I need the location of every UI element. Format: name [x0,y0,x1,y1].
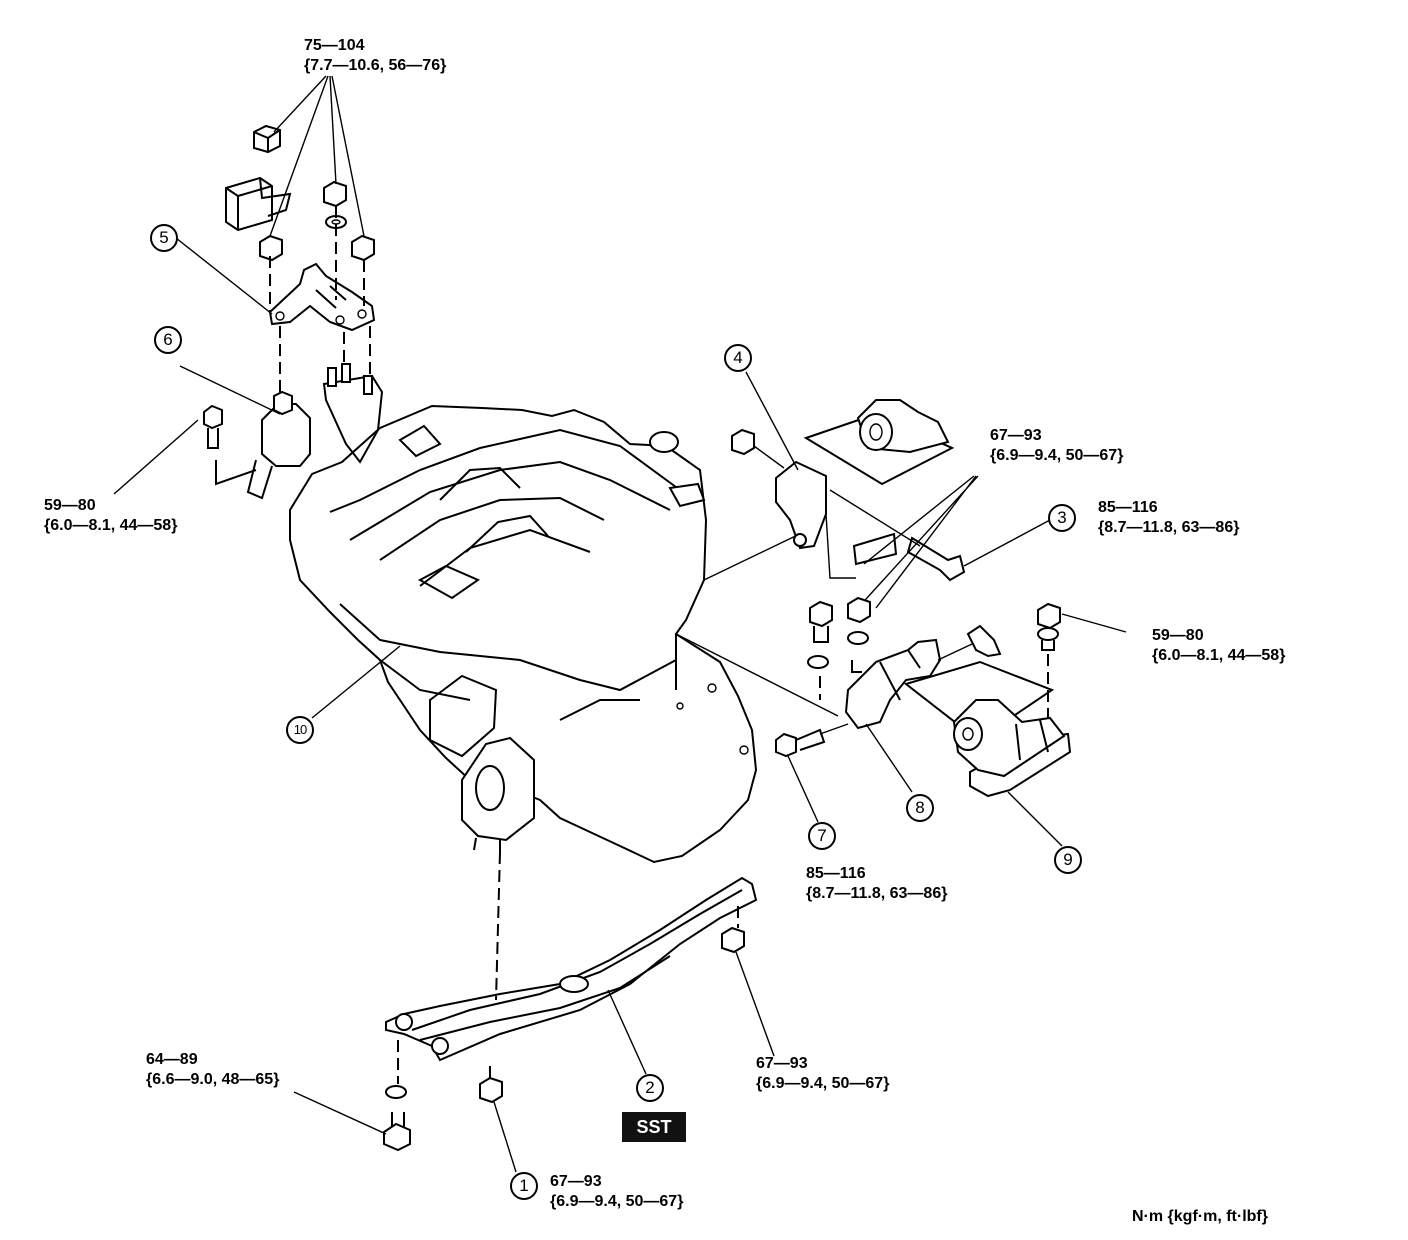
torque-part1-nut-alt: {6.9—9.4, 50—67} [550,1193,684,1210]
right-middle-bracket [775,596,1002,823]
torque-part3-bolt-nm: 85—116 [1098,499,1158,516]
engine-block [289,404,839,864]
torque-left-bolt: 59—80 {6.0—8.1, 44—58} [44,496,177,536]
torque-part7-bolt-alt: {8.7—11.8, 63—86} [806,885,948,902]
torque-crossmember-right: 67—93 {6.9—9.4, 50—67} [756,1054,889,1094]
left-bracket [113,365,311,500]
part-number-2: 2 [636,1074,664,1102]
part-number-7: 7 [808,822,836,850]
torque-part3-bolt-alt: {8.7—11.8, 63—86} [1098,519,1240,536]
torque-part7-bolt-nm: 85—116 [806,865,866,882]
sst-badge: SST [622,1112,686,1142]
torque-right-bolt-alt: {6.0—8.1, 44—58} [1152,647,1286,664]
top-mount-bracket [175,75,376,392]
engine-top-connector [322,363,384,464]
torque-crossmember-left-nm: 64—89 [146,1051,198,1068]
torque-right-upper-nm: 67—93 [990,427,1042,444]
part-number-4: 4 [724,344,752,372]
torque-crossmember-right-alt: {6.9—9.4, 50—67} [756,1075,890,1092]
torque-top-nuts: 75—104 {7.7—10.6, 56—76} [304,36,446,76]
torque-right-upper: 67—93 {6.9—9.4, 50—67} [990,426,1123,466]
torque-top-nuts-nm: 75—104 [304,37,365,54]
torque-part1-nut: 67—93 {6.9—9.4, 50—67} [550,1172,683,1212]
part-number-9: 9 [1054,846,1082,874]
torque-left-bolt-nm: 59—80 [44,497,96,514]
part-number-1: 1 [510,1172,538,1200]
right-lower-mount [903,602,1127,847]
part-number-5: 5 [150,224,178,252]
crossmember [293,851,775,1173]
torque-top-nuts-alt: {7.7—10.6, 56—76} [304,57,447,74]
units-legend: N·m {kgf·m, ft·lbf} [1132,1208,1268,1225]
torque-right-bolt: 59—80 {6.0—8.1, 44—58} [1152,626,1285,666]
torque-part3-bolt: 85—116 {8.7—11.8, 63—86} [1098,498,1239,538]
torque-part7-bolt: 85—116 {8.7—11.8, 63—86} [806,864,947,904]
torque-crossmember-left-alt: {6.6—9.0, 48—65} [146,1071,280,1088]
torque-right-bolt-nm: 59—80 [1152,627,1204,644]
right-upper-mount [731,371,1051,611]
part-number-6: 6 [154,326,182,354]
part-number-10: 10 [286,716,314,744]
part-number-8: 8 [906,794,934,822]
part-number-3: 3 [1048,504,1076,532]
torque-crossmember-left: 64—89 {6.6—9.0, 48—65} [146,1050,279,1090]
torque-right-upper-alt: {6.9—9.4, 50—67} [990,447,1124,464]
torque-part1-nut-nm: 67—93 [550,1173,602,1190]
torque-crossmember-right-nm: 67—93 [756,1055,808,1072]
torque-left-bolt-alt: {6.0—8.1, 44—58} [44,517,178,534]
